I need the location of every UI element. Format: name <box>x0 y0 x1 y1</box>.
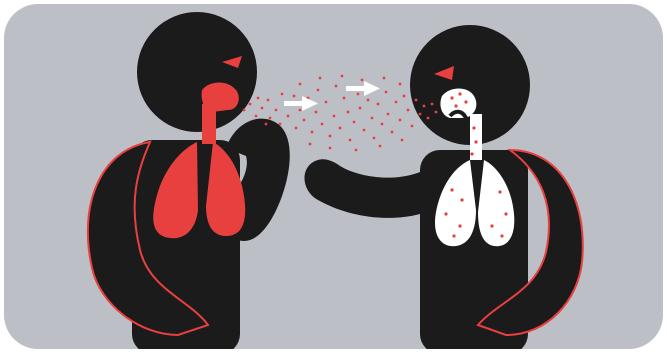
infected-head <box>137 12 257 132</box>
infected-trachea <box>202 104 216 144</box>
